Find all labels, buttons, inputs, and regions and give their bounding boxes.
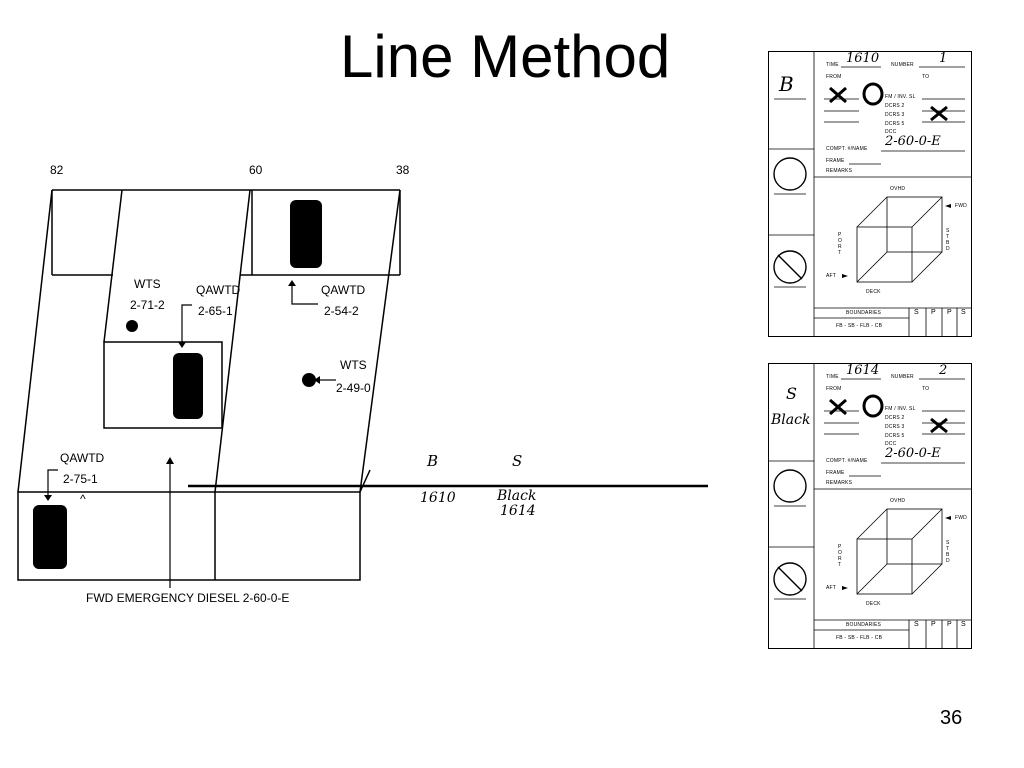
card2-side-label: S	[786, 384, 797, 403]
line-s-status: Black	[497, 488, 537, 504]
frame-line-60	[214, 189, 251, 493]
right-wall	[359, 189, 401, 493]
line-s-time: 1614	[500, 503, 536, 519]
wts-loc-1: 2-71-2	[130, 298, 165, 312]
qawtd-loc-1: 2-65-1	[198, 304, 233, 318]
wts-marker-1	[126, 320, 138, 332]
page-number: 36	[940, 707, 963, 729]
line-label-s: S	[512, 452, 523, 470]
qawtd-label-3: QAWTD	[60, 451, 105, 465]
qawtd-label-1: QAWTD	[196, 283, 241, 297]
space-label: FWD EMERGENCY DIESEL 2-60-0-E	[86, 591, 290, 605]
card1-side-label: B	[779, 72, 794, 96]
frame-label-60: 60	[249, 163, 263, 177]
card1-number: 1	[939, 51, 948, 66]
inner-compartment	[103, 341, 223, 429]
card2-side-status: Black	[771, 412, 811, 428]
qawtd-loc-2: 2-54-2	[324, 304, 359, 318]
repair-card-2: S Black TIME 1614 NUMBER 2 FROM TO FM / …	[768, 363, 972, 649]
card1-time: 1610	[846, 51, 880, 66]
wts-label-1: WTS	[134, 277, 161, 291]
frame-line-a	[103, 189, 123, 343]
line-b-time: 1610	[420, 490, 456, 506]
qawtd-block-2	[173, 353, 203, 419]
repair-card-1: B TIME 1610 NUMBER 1 FROM TO FM / INV. S…	[768, 51, 972, 337]
wts-marker-2	[302, 373, 316, 387]
card2-number: 2	[939, 363, 948, 378]
qawtd-block-3	[33, 505, 67, 569]
line-label-b: B	[427, 452, 439, 470]
frame-label-82: 82	[50, 163, 64, 177]
caret-mark: ^	[80, 492, 86, 506]
card1-compt: 2-60-0-E	[885, 134, 941, 149]
frame-label-38: 38	[396, 163, 410, 177]
qawtd-block-1	[290, 200, 322, 268]
left-wall	[17, 189, 53, 493]
wts-label-2: WTS	[340, 358, 367, 372]
card2-time: 1614	[846, 363, 880, 378]
qawtd-label-2: QAWTD	[321, 283, 366, 297]
qawtd-loc-3: 2-75-1	[63, 472, 98, 486]
wts-loc-2: 2-49-0	[336, 381, 371, 395]
slide-title: Line Method	[340, 23, 671, 90]
front-face	[17, 491, 361, 581]
card2-compt: 2-60-0-E	[885, 446, 941, 461]
